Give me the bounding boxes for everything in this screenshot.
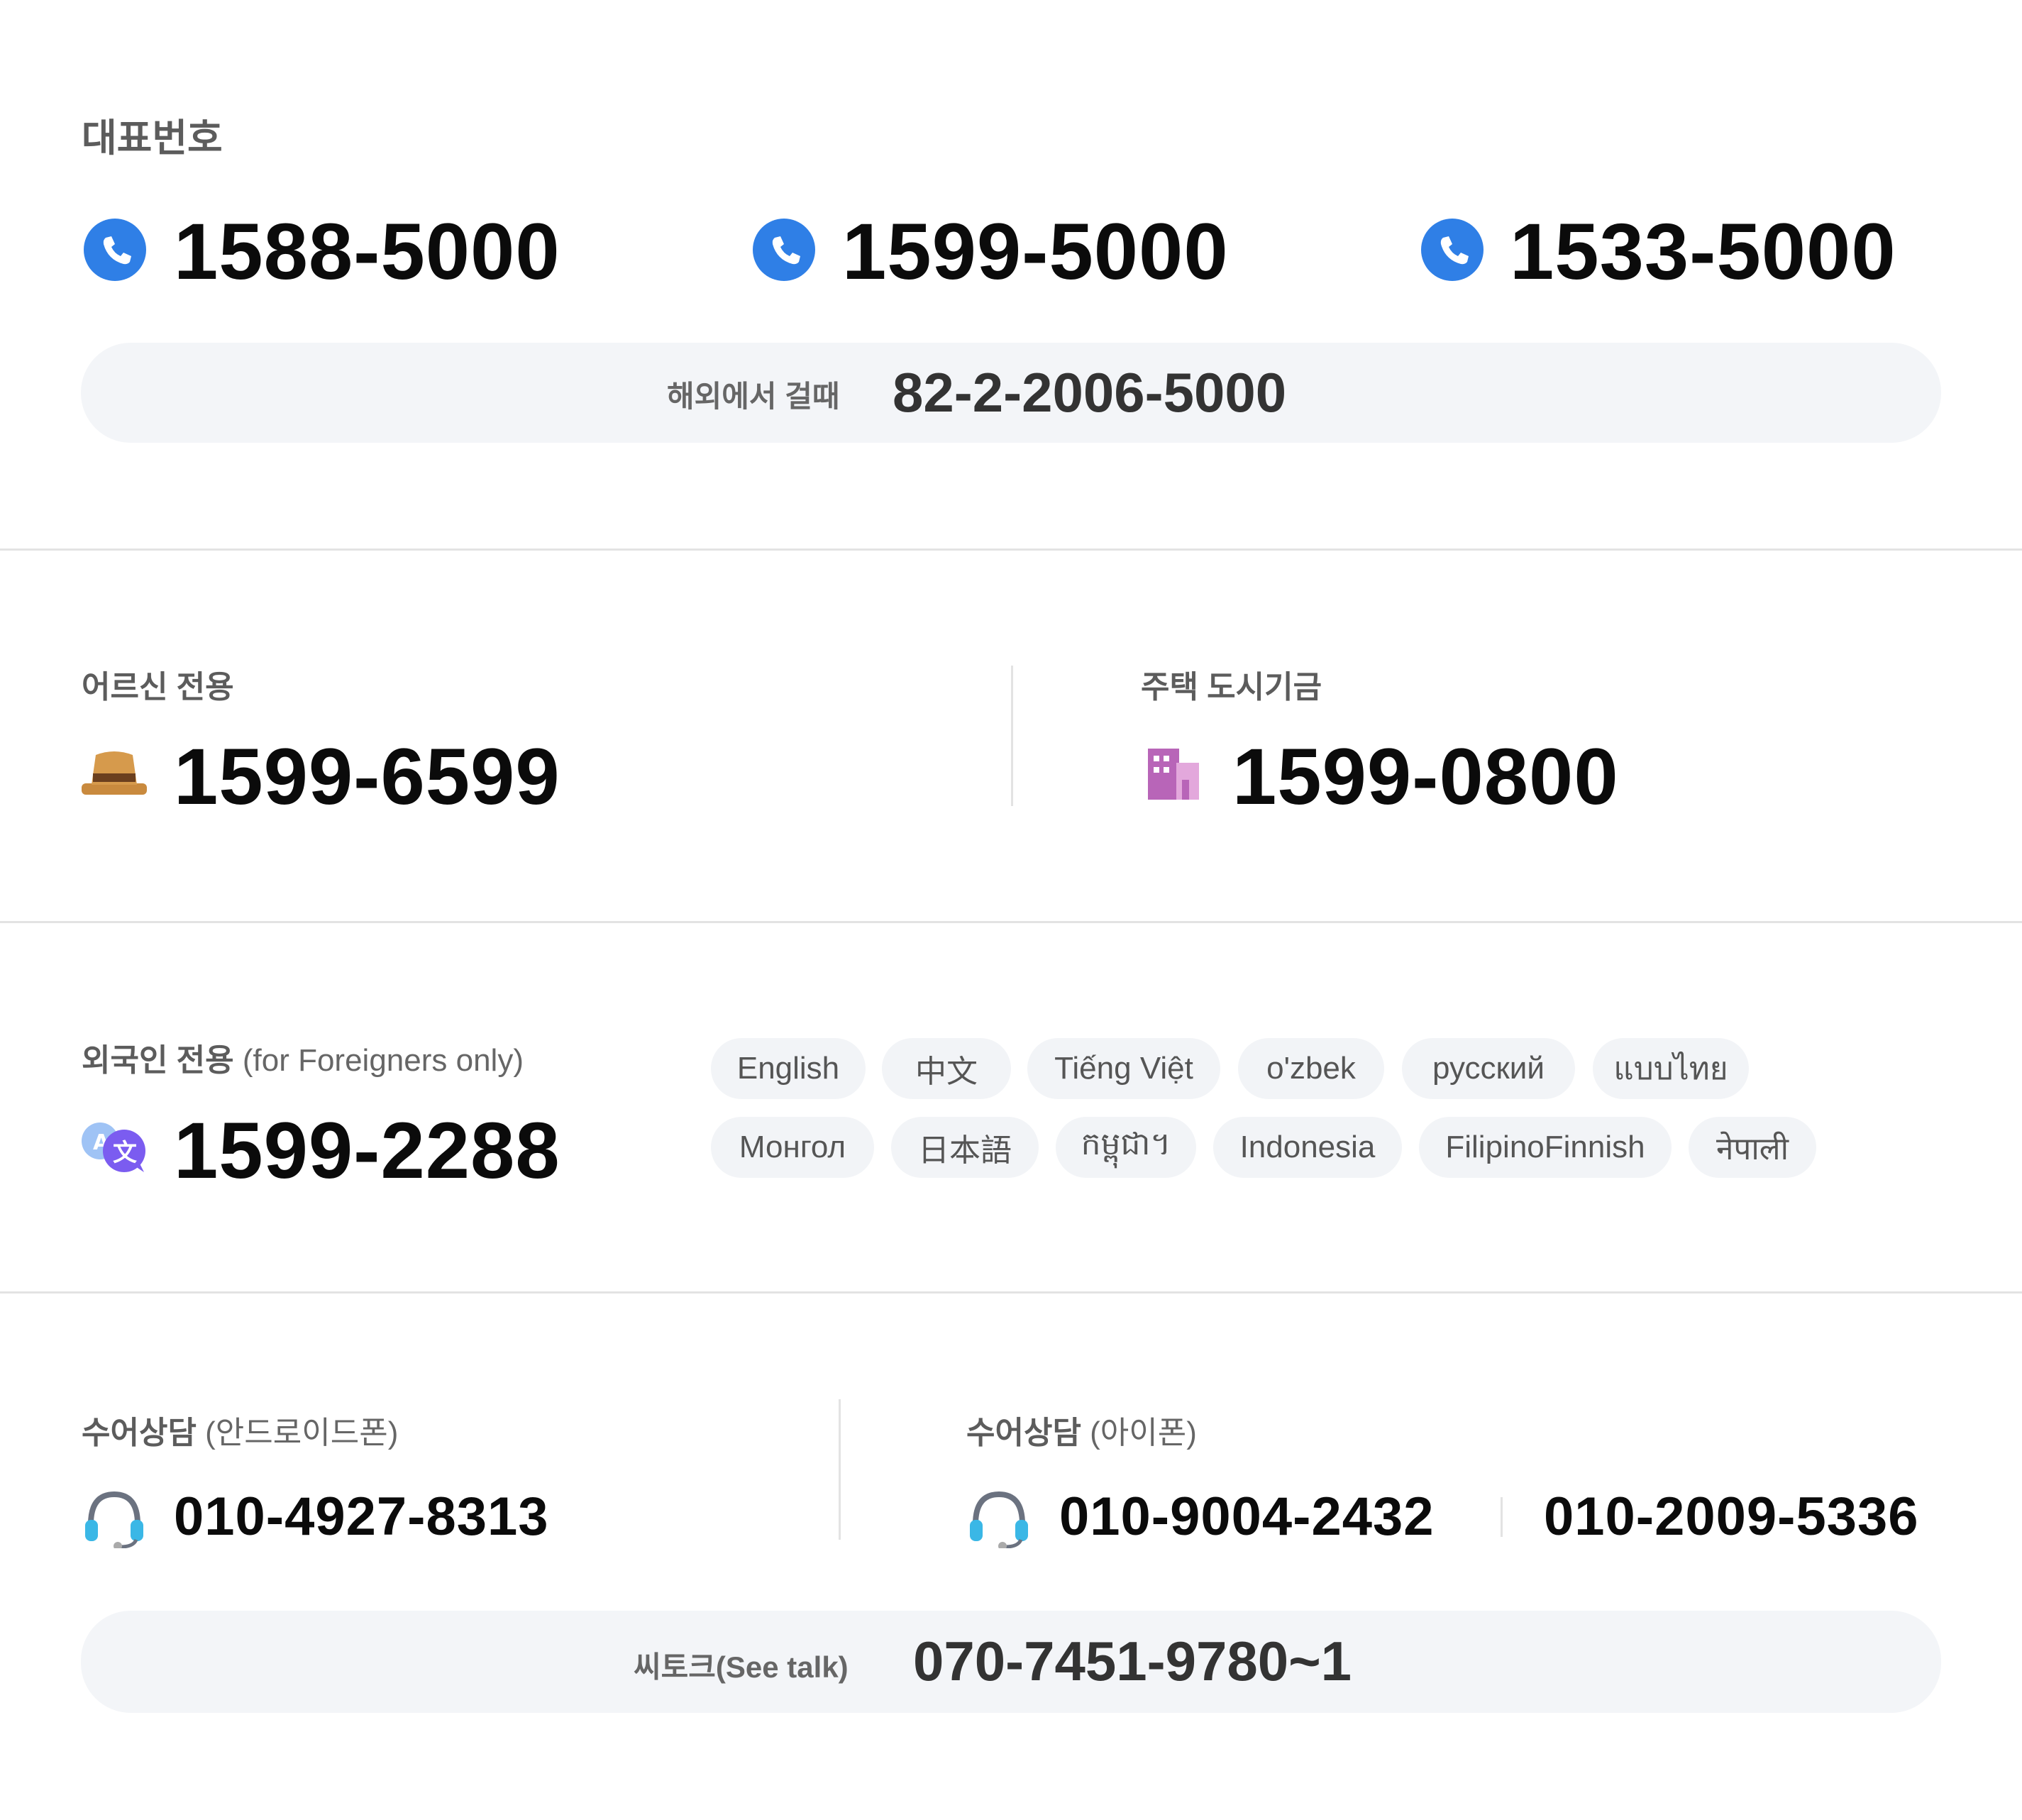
sign-android-label: 수어상담 (안드로이드폰) xyxy=(82,1407,398,1452)
language-chip-japanese[interactable]: 日本語 xyxy=(891,1117,1039,1178)
overseas-number[interactable]: 82-2-2006-5000 xyxy=(893,361,1287,424)
senior-label: 어르신 전용 xyxy=(82,670,234,705)
seetalk-number[interactable]: 070-7451-9780~1 xyxy=(913,1630,1352,1692)
language-chip-thai[interactable]: แบบไทย xyxy=(1593,1038,1749,1099)
foreigner-label-sub: (for Foreigners only) xyxy=(242,1043,524,1078)
vertical-divider xyxy=(1011,666,1013,806)
language-chip-nepali[interactable]: नेपाली xyxy=(1689,1117,1816,1178)
translate-icon: A 文 xyxy=(82,1120,147,1174)
foreigner-number[interactable]: 1599-2288 xyxy=(174,1106,560,1195)
building-icon xyxy=(1148,749,1199,800)
section-divider xyxy=(0,548,2022,551)
foreigner-label-main: 외국인 전용 xyxy=(82,1043,234,1078)
main-number-3[interactable]: 1533-5000 xyxy=(1510,207,1896,296)
sign-android-label-main: 수어상담 xyxy=(82,1416,197,1450)
overseas-bar xyxy=(81,343,1941,443)
housing-label: 주택 도시기금 xyxy=(1141,670,1322,705)
section-divider xyxy=(0,1291,2022,1294)
overseas-label: 해외에서 걸때 xyxy=(667,380,840,413)
language-chip-vietnamese[interactable]: Tiếng Việt xyxy=(1027,1038,1220,1099)
hat-icon xyxy=(82,746,147,796)
headset-icon xyxy=(968,1490,1029,1550)
main-number-2[interactable]: 1599-5000 xyxy=(842,207,1229,296)
sign-iphone-label-main: 수어상담 xyxy=(966,1416,1081,1450)
phone-icon xyxy=(1421,219,1484,281)
seetalk-label: 씨토크(See talk) xyxy=(634,1650,849,1684)
seetalk-bar xyxy=(81,1611,1941,1713)
sign-iphone-label: 수어상담 (아이폰) xyxy=(966,1407,1197,1452)
main-number-1[interactable]: 1588-5000 xyxy=(174,207,560,296)
sign-android-number[interactable]: 010-4927-8313 xyxy=(174,1487,549,1547)
vertical-divider xyxy=(839,1399,841,1540)
phone-icon xyxy=(84,219,146,281)
language-chip-filipino-finnish[interactable]: FilipinoFinnish xyxy=(1419,1117,1672,1178)
language-chip-indonesian[interactable]: Indonesia xyxy=(1213,1117,1402,1178)
main-numbers-label: 대표번호 xyxy=(82,117,223,160)
housing-number[interactable]: 1599-0800 xyxy=(1232,732,1619,821)
language-chip-russian[interactable]: русский xyxy=(1402,1038,1575,1099)
section-divider xyxy=(0,921,2022,923)
number-separator xyxy=(1501,1497,1503,1537)
sign-iphone-number-2[interactable]: 010-2009-5336 xyxy=(1544,1487,1919,1547)
svg-text:文: 文 xyxy=(113,1139,137,1167)
language-chip-english[interactable]: English xyxy=(711,1038,866,1099)
language-chip-uzbek[interactable]: o'zbek xyxy=(1238,1038,1384,1099)
sign-android-label-sub: (안드로이드폰) xyxy=(205,1416,399,1450)
language-chip-khmer[interactable]: កម្ពុជា។ xyxy=(1056,1117,1196,1178)
language-chip-chinese[interactable]: 中文 xyxy=(882,1038,1011,1099)
senior-number[interactable]: 1599-6599 xyxy=(174,732,560,821)
sign-iphone-label-sub: (아이폰) xyxy=(1090,1416,1197,1450)
sign-iphone-number-1[interactable]: 010-9004-2432 xyxy=(1059,1487,1435,1547)
language-chip-mongolian[interactable]: Монгол xyxy=(711,1117,874,1178)
headset-icon xyxy=(84,1490,145,1550)
phone-icon xyxy=(753,219,815,281)
foreigner-label: 외국인 전용 (for Foreigners only) xyxy=(82,1035,524,1080)
